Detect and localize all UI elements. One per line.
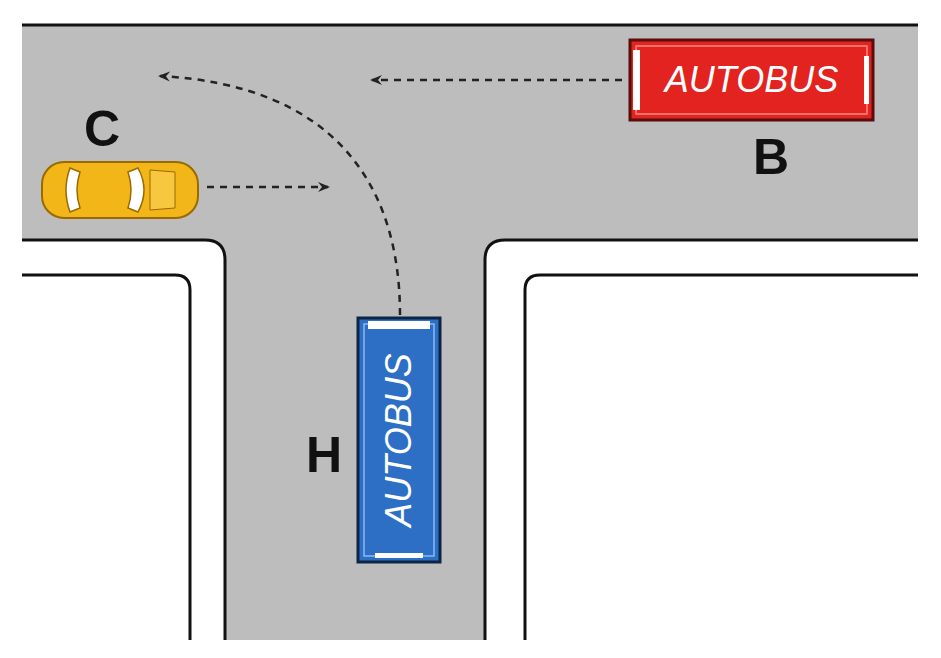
road-drawing — [22, 240, 225, 640]
bus-label: AUTOBUS — [665, 59, 838, 101]
road-drawing — [66, 168, 80, 212]
vehicle-letter: H — [306, 430, 342, 480]
road-drawing — [630, 40, 873, 120]
vehicle-letter: B — [753, 132, 789, 182]
road-drawing — [864, 56, 869, 104]
bus-body: AUTOBUS — [630, 40, 873, 120]
road-drawing — [207, 186, 328, 189]
road-drawing — [22, 25, 918, 640]
road-drawing — [358, 318, 440, 562]
road-drawing — [636, 46, 867, 114]
road-drawing — [375, 553, 423, 558]
bus-label: AUTOBUS — [378, 353, 420, 526]
road-drawing — [160, 76, 400, 315]
car-illustration — [42, 162, 198, 218]
road-drawing — [368, 321, 430, 329]
road-drawing — [42, 162, 198, 218]
road-drawing — [633, 50, 640, 110]
road-drawing — [525, 275, 918, 640]
road-drawing — [364, 324, 434, 556]
road-drawing — [372, 79, 622, 82]
bus-body: AUTOBUS — [358, 318, 440, 562]
road-drawing — [22, 24, 918, 27]
road-drawing — [128, 168, 144, 212]
vehicle-letter: C — [84, 104, 120, 154]
road-drawing — [150, 170, 175, 210]
road-drawing — [485, 240, 918, 640]
road-drawing — [22, 275, 190, 640]
